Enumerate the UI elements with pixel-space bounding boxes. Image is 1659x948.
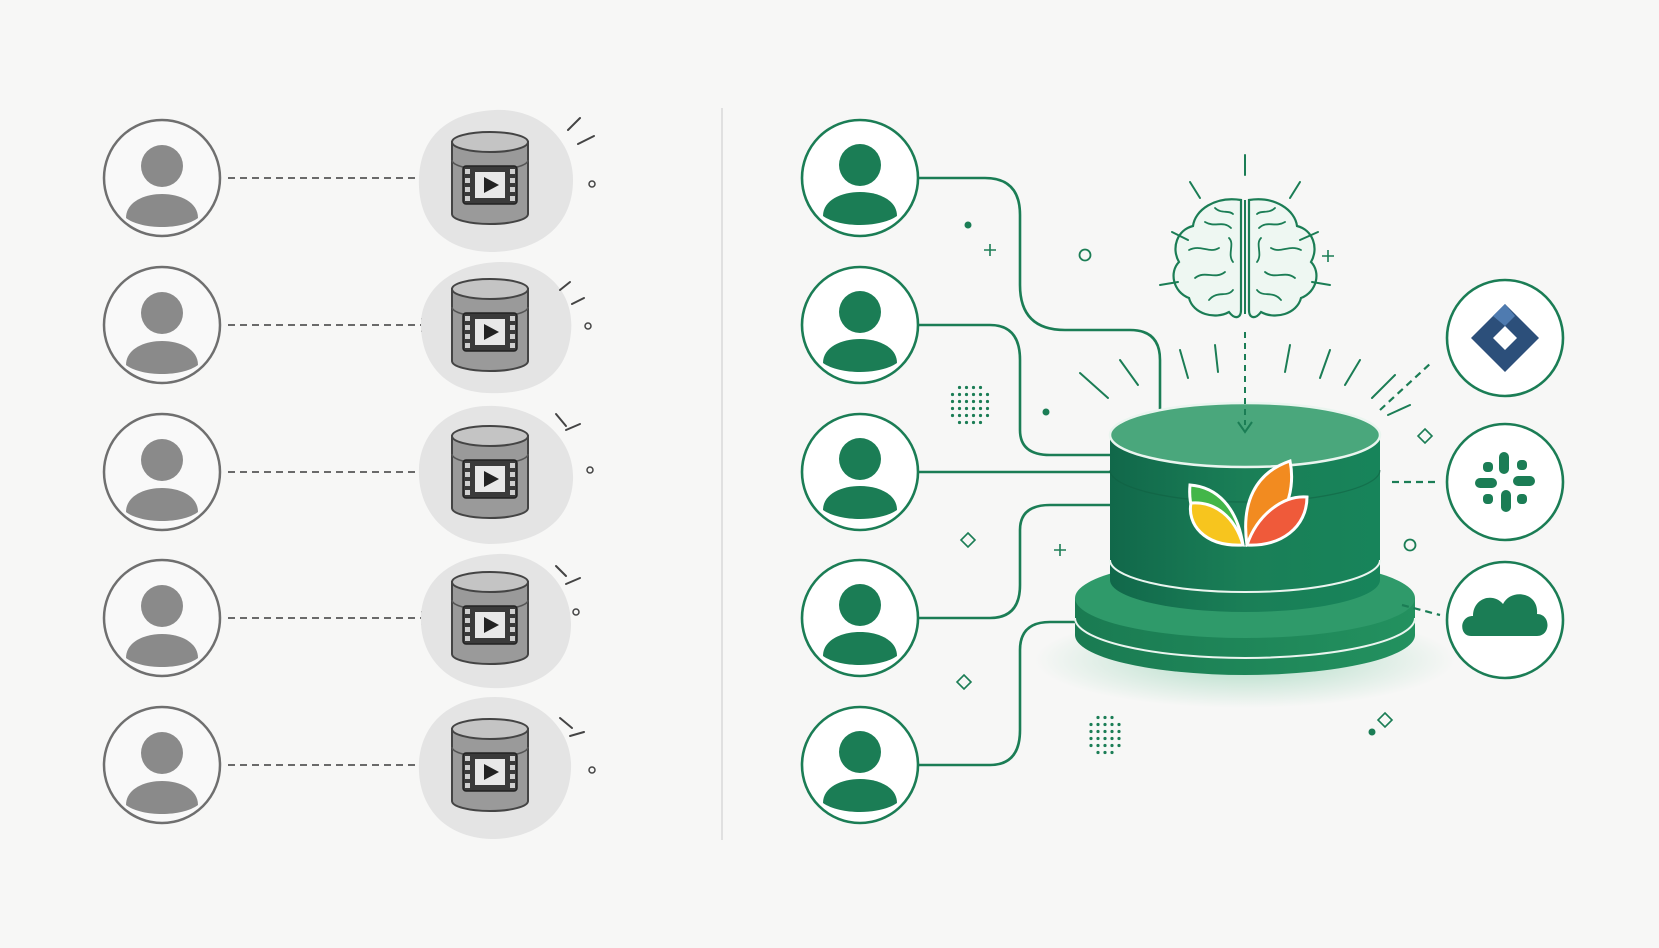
play-icon bbox=[484, 324, 499, 340]
play-icon bbox=[484, 471, 499, 487]
slack-icon bbox=[1475, 452, 1535, 512]
jira-icon bbox=[1471, 304, 1539, 372]
user-icon bbox=[800, 558, 920, 678]
radiating-tick bbox=[1179, 349, 1189, 379]
user-icon bbox=[102, 265, 222, 385]
jira-integration bbox=[1445, 278, 1565, 398]
sparkle-line bbox=[569, 731, 585, 737]
sparkle-line bbox=[555, 413, 567, 427]
left-row bbox=[102, 405, 594, 544]
radiating-tick bbox=[1299, 231, 1319, 241]
radiating-tick bbox=[1171, 231, 1189, 241]
video-storage-icon bbox=[451, 278, 529, 372]
radiating-tick bbox=[1079, 372, 1109, 399]
dot-grid bbox=[950, 385, 990, 425]
sparkle-line bbox=[559, 717, 573, 729]
user-icon bbox=[800, 705, 920, 825]
cloud-icon bbox=[1462, 594, 1548, 636]
sparkle-line bbox=[577, 135, 595, 145]
slack-integration bbox=[1445, 422, 1565, 542]
cloud-integration bbox=[1445, 560, 1565, 680]
sparkle-line bbox=[571, 297, 585, 305]
radiating-tick bbox=[1387, 404, 1411, 416]
integration-dashed-line bbox=[1401, 603, 1441, 617]
hub-cylinder bbox=[1108, 401, 1382, 612]
sparkle-line bbox=[567, 117, 581, 131]
user-icon bbox=[102, 118, 222, 238]
sparkle-line bbox=[555, 565, 567, 577]
connector-line bbox=[916, 620, 1082, 767]
user-icon bbox=[800, 412, 920, 532]
sparkle-dot bbox=[572, 608, 580, 616]
brain-icon bbox=[1172, 198, 1318, 319]
radiating-tick bbox=[1371, 374, 1396, 399]
sparkle-line bbox=[565, 577, 581, 585]
sparkle-line bbox=[559, 281, 571, 291]
radiating-tick bbox=[1289, 181, 1301, 199]
sparkle-dot bbox=[588, 766, 596, 774]
radiating-tick bbox=[1284, 344, 1291, 373]
right-panel bbox=[800, 118, 1565, 825]
connector-line bbox=[916, 176, 1162, 430]
play-icon bbox=[484, 177, 499, 193]
video-storage-icon bbox=[451, 425, 529, 519]
left-row bbox=[102, 553, 581, 689]
left-panel bbox=[102, 109, 596, 839]
sparkle-line bbox=[565, 423, 581, 431]
video-storage-icon bbox=[451, 571, 529, 665]
user-icon bbox=[102, 412, 222, 532]
play-icon bbox=[484, 764, 499, 780]
radiating-tick bbox=[1214, 344, 1219, 373]
radiating-tick bbox=[1189, 181, 1201, 199]
user-icon bbox=[102, 705, 222, 825]
integration-dashed-line bbox=[1379, 361, 1433, 411]
radiating-tick bbox=[1311, 281, 1331, 286]
sparkle-dot bbox=[584, 322, 592, 330]
video-storage-icon bbox=[451, 131, 529, 225]
radiating-tick bbox=[1319, 349, 1331, 379]
left-row bbox=[102, 261, 592, 394]
user-icon bbox=[800, 118, 920, 238]
user-icon bbox=[102, 558, 222, 678]
radiating-tick bbox=[1344, 359, 1361, 386]
left-row bbox=[102, 697, 596, 839]
radiating-tick bbox=[1159, 281, 1179, 286]
leaf-logo-icon bbox=[1188, 459, 1309, 548]
radiating-tick bbox=[1119, 359, 1139, 386]
user-icon bbox=[800, 265, 920, 385]
sparkle-dot bbox=[588, 180, 596, 188]
video-storage-icon bbox=[451, 718, 529, 812]
connector-line bbox=[916, 503, 1112, 620]
brain-arrow-head bbox=[1237, 421, 1253, 434]
decorations bbox=[950, 221, 1434, 755]
dot-grid bbox=[1089, 715, 1121, 755]
connector-line bbox=[916, 323, 1112, 457]
sparkle-dot bbox=[586, 466, 594, 474]
play-icon bbox=[484, 617, 499, 633]
left-row bbox=[102, 109, 596, 252]
